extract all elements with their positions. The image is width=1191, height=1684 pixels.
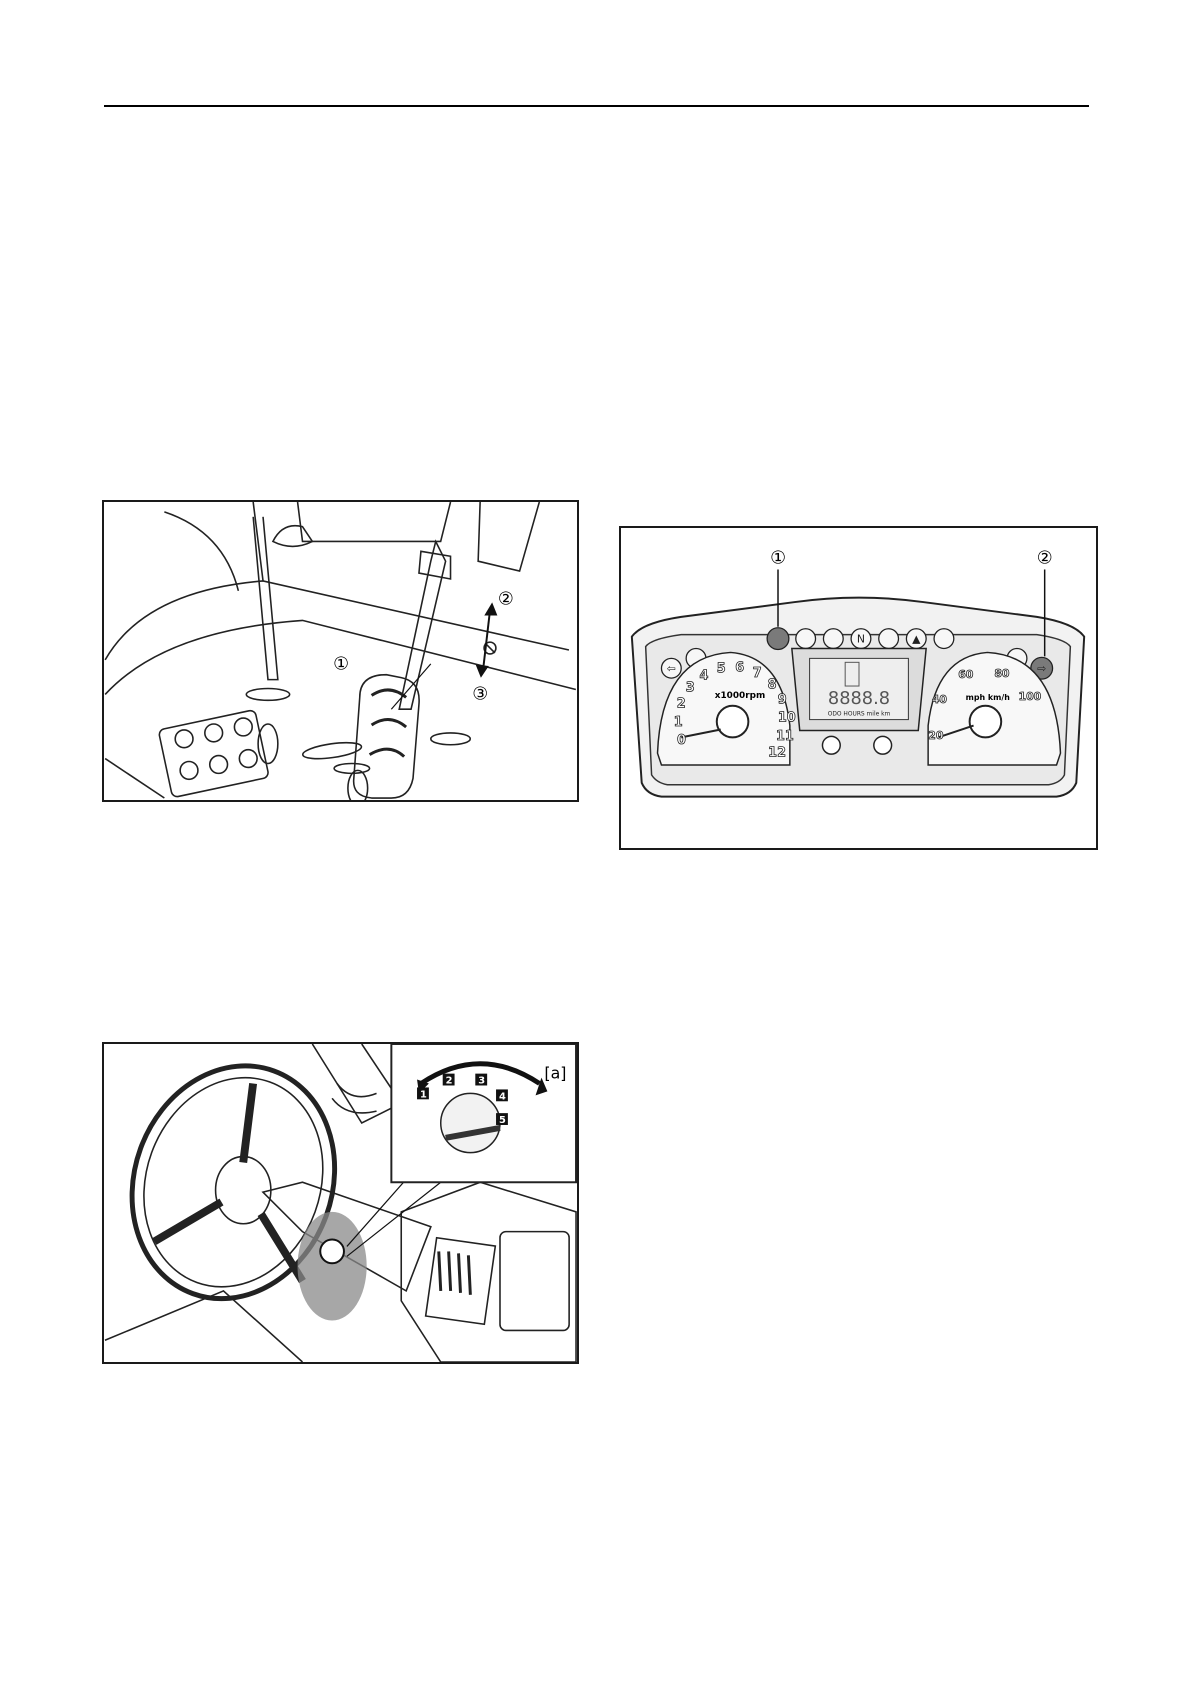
rpm-tick-1: 1 (674, 715, 683, 730)
headlight-icon (796, 629, 816, 649)
brake-icon (823, 629, 843, 649)
svg-text:⇨: ⇨ (1037, 662, 1046, 675)
rpm-tick-0: 0 (677, 733, 686, 748)
rpm-tick-5: 5 (717, 661, 726, 676)
speed-unit: mph km/h (966, 693, 1010, 702)
svg-text:⇦: ⇦ (667, 662, 676, 675)
rpm-tick-10: 10 (778, 711, 796, 726)
rpm-tick-7: 7 (753, 666, 762, 681)
callout-1: ① (333, 655, 349, 675)
lcd-odometer: 8888.8 (828, 689, 890, 709)
seatbelt-icon (879, 629, 899, 649)
figure-ignition-switch: [a] 1 2 3 4 5 (102, 1042, 579, 1364)
inset-label: [a] (544, 1064, 566, 1083)
speed-tick-20: 20 (928, 729, 944, 742)
trip-button (822, 736, 840, 754)
position-2: 2 (446, 1076, 453, 1087)
speed-tick-60: 60 (958, 668, 974, 681)
header-rule (104, 105, 1089, 107)
rpm-tick-2: 2 (677, 697, 686, 712)
rpm-tick-8: 8 (768, 677, 777, 692)
position-5: 5 (499, 1115, 506, 1126)
speed-tick-40: 40 (932, 693, 948, 706)
oil-level-icon (934, 629, 954, 649)
position-3: 3 (478, 1076, 485, 1087)
callout-2: ② (498, 590, 514, 610)
rpm-tick-12: 12 (768, 746, 786, 761)
lcd-labels: ODO HOURS mile km (828, 712, 891, 718)
ignition-illustration: [a] 1 2 3 4 5 (104, 1044, 577, 1362)
rpm-tick-11: 11 (776, 729, 794, 744)
rpm-tick-6: 6 (735, 661, 744, 676)
rpm-tick-9: 9 (778, 693, 787, 708)
position-4: 4 (499, 1091, 506, 1102)
mode-button (874, 736, 892, 754)
callout-3: ③ (472, 684, 488, 704)
rpm-unit: x1000rpm (715, 691, 765, 701)
rpm-tick-3: 3 (686, 681, 695, 696)
pedals-illustration: ① ② ③ (104, 502, 577, 800)
cluster-callout-2: ② (1037, 549, 1053, 569)
speed-tick-100: 100 (1019, 690, 1042, 703)
position-1: 1 (420, 1089, 427, 1100)
cluster-callout-1: ① (770, 549, 786, 569)
oil-pressure-icon (767, 628, 789, 650)
rpm-tick-4: 4 (700, 668, 709, 683)
svg-text:N: N (857, 633, 865, 646)
figure-foot-pedals: ① ② ③ (102, 500, 579, 802)
svg-text:▲: ▲ (912, 633, 921, 646)
speed-tick-80: 80 (994, 667, 1010, 680)
